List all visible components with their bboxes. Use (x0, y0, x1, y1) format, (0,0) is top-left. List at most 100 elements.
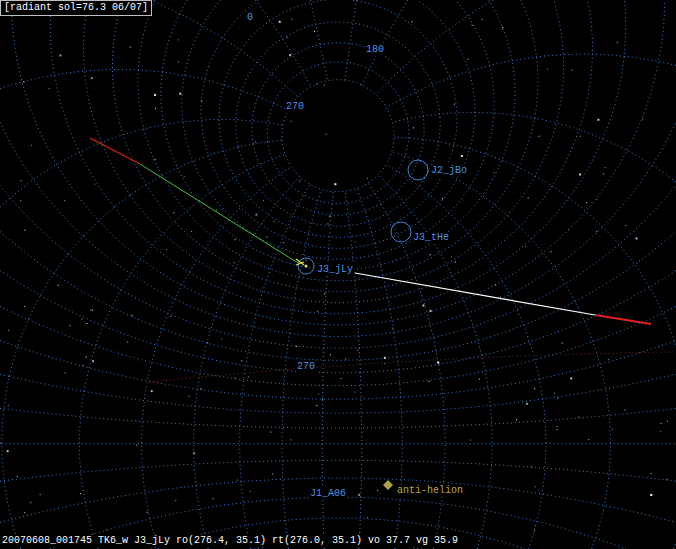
star (580, 136, 581, 137)
star (30, 502, 31, 503)
star (106, 529, 107, 530)
star (661, 423, 662, 424)
star (94, 184, 95, 185)
star (624, 409, 625, 410)
star (82, 319, 83, 320)
star (283, 242, 284, 243)
grid-line (138, 0, 538, 281)
radiant-label: J2_jBo (430, 165, 468, 177)
star (437, 362, 439, 364)
star (178, 39, 179, 40)
grid-line (79, 154, 285, 549)
star (86, 323, 87, 324)
star (586, 202, 587, 203)
radiant-point (305, 265, 308, 268)
grid-line (84, 0, 593, 303)
grid-label: 270 (296, 361, 316, 373)
anti-helion-diamond (383, 480, 393, 490)
radiant-label: J3_tHe (412, 232, 450, 244)
meteor-trail-end (595, 315, 651, 324)
star (667, 421, 668, 422)
star (568, 229, 569, 230)
star (377, 490, 378, 491)
star (570, 377, 572, 379)
star (597, 119, 599, 121)
grid-line (201, 0, 475, 248)
grid-label: 0 (246, 12, 254, 24)
star (422, 305, 424, 307)
star (279, 21, 281, 23)
star (324, 85, 325, 86)
star (557, 426, 558, 427)
star (70, 325, 71, 326)
star (291, 121, 292, 122)
star (608, 359, 609, 360)
grid-line (0, 120, 283, 208)
star (8, 330, 9, 331)
star (213, 498, 214, 499)
star (554, 393, 555, 394)
grid-line (0, 231, 676, 360)
star (612, 429, 613, 430)
star (191, 231, 192, 232)
star (479, 379, 480, 380)
star (430, 254, 431, 255)
star (132, 315, 133, 316)
star (175, 500, 176, 501)
radiant-circle (391, 222, 411, 242)
grid-line (362, 0, 408, 85)
star (289, 54, 291, 56)
star (455, 261, 456, 262)
star (290, 439, 291, 440)
grid-line (0, 374, 676, 413)
star (384, 357, 386, 359)
star (20, 180, 21, 181)
star (651, 473, 652, 474)
star (494, 172, 495, 173)
star (526, 403, 528, 405)
star (322, 399, 323, 400)
star (470, 440, 471, 441)
star (316, 84, 317, 85)
grid-line (0, 478, 676, 522)
grid-line (267, 62, 409, 204)
star (155, 159, 156, 160)
star (188, 396, 189, 397)
star (314, 31, 315, 32)
star (201, 388, 202, 389)
star (442, 198, 443, 199)
star (201, 100, 202, 101)
star (80, 493, 81, 494)
radiant-circle (408, 160, 428, 180)
star (636, 237, 638, 239)
star (588, 439, 589, 440)
meteor-trail (355, 273, 595, 315)
star (155, 108, 156, 109)
star (173, 212, 174, 213)
grid-line (2, 140, 282, 549)
star (534, 388, 535, 389)
grid-line (0, 122, 676, 336)
star (317, 311, 318, 312)
grid-line (282, 80, 394, 192)
star (557, 398, 558, 399)
grid-line (0, 460, 676, 481)
star (248, 377, 249, 378)
star (642, 119, 643, 120)
grid-line (310, 0, 327, 81)
star (250, 491, 251, 492)
star (531, 466, 532, 467)
star (454, 104, 455, 105)
star (357, 350, 358, 351)
star (318, 394, 319, 395)
star (334, 183, 336, 185)
star (495, 284, 496, 285)
anti-helion-label: anti-helion (396, 485, 464, 497)
star (472, 25, 473, 26)
star (571, 70, 572, 71)
star (330, 354, 331, 355)
star (31, 145, 32, 146)
star (384, 363, 385, 364)
star (92, 360, 94, 362)
star (355, 242, 356, 243)
